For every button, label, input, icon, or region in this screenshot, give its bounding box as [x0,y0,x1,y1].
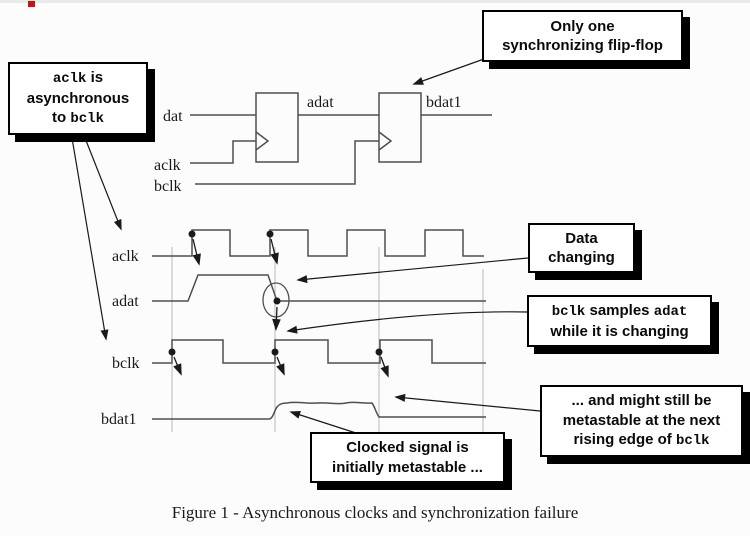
callout-bclk-samples-adat: bclk samples adat while it is changing [527,295,712,347]
circuit-aclk-label: aclk [154,157,181,174]
callout-initially-metastable: Clocked signal is initially metastable .… [310,432,505,483]
wave-adat-label: adat [112,293,139,310]
circuit-adat-label: adat [307,94,334,111]
sampling-arrows [173,238,389,378]
callout-text-line: bclk samples adat [551,301,688,320]
async-to-aclk-arrow [84,137,122,231]
page-top-edge [0,0,750,3]
circuit-dat-label: dat [163,108,183,125]
callout-data-changing: Data changing [528,223,635,273]
callout-text-line: ... and might still be [571,392,712,410]
initially-metastable-arrow [289,411,360,435]
circuit-bclk-label: bclk [154,178,182,195]
timing-waveforms [152,229,486,420]
clock-triangle-icon [255,131,270,151]
callout-text-line: changing [548,249,615,266]
synchronizer-circuit [190,92,492,185]
bdat1-waveform [152,401,486,420]
callout-text-line: asynchronous [26,89,130,107]
aclk-wire [190,140,256,164]
callout-text-line: Only one [550,17,615,35]
callout-text-line: while it is changing [550,322,689,340]
callout-aclk-asynchronous: aclk is asynchronous to bclk [8,62,148,135]
callout-text-line: Clocked signal is [346,439,469,457]
callout-only-one-flipflop: Only one synchronizing flip-flop [482,10,683,62]
adat-waveform [152,274,486,302]
still-metastable-arrow [394,393,541,412]
circuit-labels: dat aclk bclk adat bdat1 [154,94,462,195]
flipflop-2 [378,92,422,163]
figure-caption: Figure 1 - Asynchronous clocks and synch… [171,503,579,522]
waveform-labels: aclk adat bclk bdat1 [101,248,140,428]
clock-edge-dots [168,230,383,356]
callout-leader-arrows [71,58,541,435]
flipflop-1 [255,92,299,163]
callout-text-line: aclk is [52,69,104,87]
bclk-waveform [152,339,486,364]
wave-bdat1-label: bdat1 [101,411,137,428]
only-one-arrow [412,58,485,85]
callout-text-line: Data [565,229,598,247]
red-annotation-mark [28,1,35,7]
callout-still-metastable: ... and might still be metastable at the… [540,385,743,457]
wave-aclk-label: aclk [112,248,139,265]
callout-text-line: initially metastable ... [332,458,483,476]
callout-text-line: metastable at the next [562,411,721,429]
data-changing-arrow [296,257,529,284]
callout-text-line: synchronizing flip-flop [502,37,663,54]
circuit-bdat1-label: bdat1 [426,94,462,111]
bclk-wire [195,140,379,185]
async-to-bclk-arrow [71,137,109,341]
callout-text-line: rising edge of bclk [573,430,710,449]
samples-arrow [286,311,528,334]
aclk-waveform [152,229,484,257]
clock-triangle-icon [378,131,393,151]
callout-text-line: to bclk [52,109,104,128]
wave-bclk-label: bclk [112,355,140,372]
